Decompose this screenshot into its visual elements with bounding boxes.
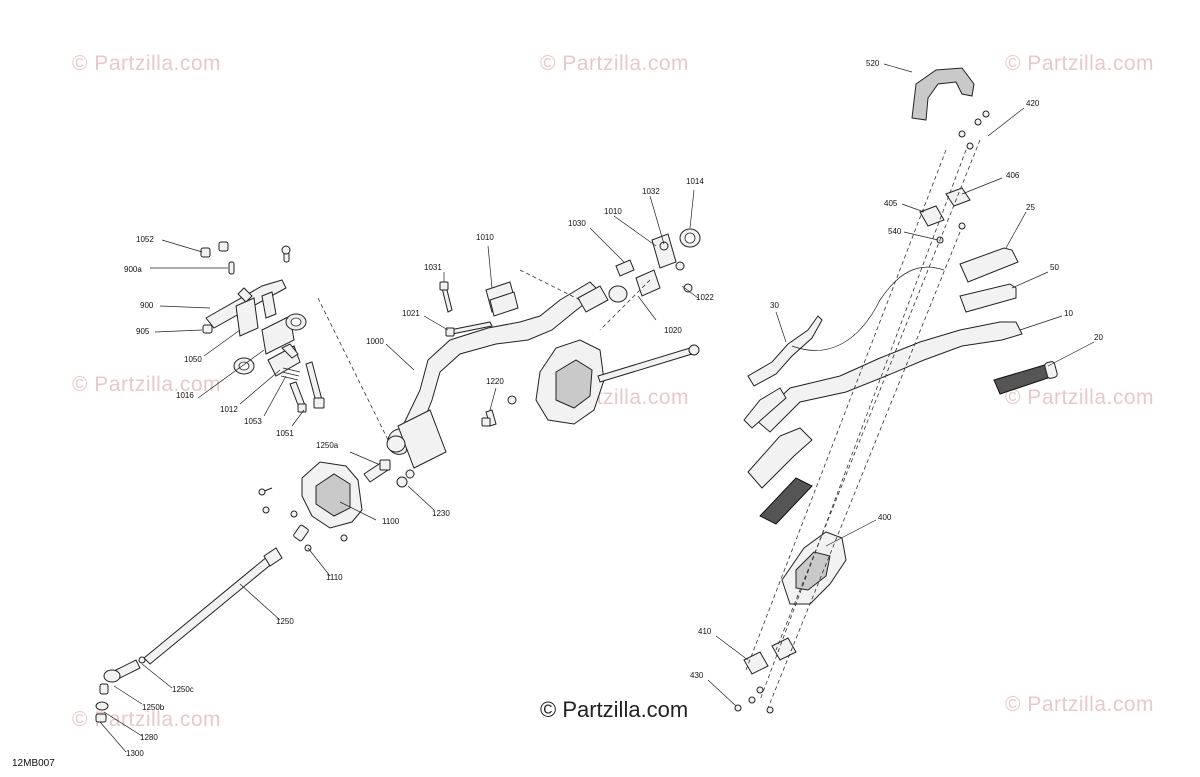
callout-1050: 1050 bbox=[184, 355, 202, 364]
callout-1250a: 1250a bbox=[316, 441, 339, 450]
callout-1020: 1020 bbox=[664, 326, 682, 335]
alignment-line-center bbox=[519, 269, 651, 331]
steering-shaft bbox=[95, 524, 309, 723]
callout-540: 540 bbox=[888, 227, 902, 236]
callout-1250b: 1250b bbox=[142, 703, 165, 712]
callout-1010-top-clamp: 1010 bbox=[604, 207, 622, 216]
callout-50: 50 bbox=[1050, 263, 1059, 272]
callout-406: 406 bbox=[1006, 171, 1020, 180]
callout-1051: 1051 bbox=[276, 429, 294, 438]
column-support-parts bbox=[200, 241, 325, 413]
callout-10: 10 bbox=[1064, 309, 1073, 318]
handlebar-assembly bbox=[734, 67, 1058, 714]
callout-1012: 1012 bbox=[220, 405, 238, 414]
leader-lines bbox=[99, 63, 1095, 753]
callout-20: 20 bbox=[1094, 333, 1103, 342]
callout-430: 430 bbox=[690, 671, 704, 680]
callout-1052: 1052 bbox=[136, 235, 154, 244]
callout-1010-upper-clamp: 1010 bbox=[476, 233, 494, 242]
callout-labels: 1052 900a 900 905 1050 1016 1012 1053 10… bbox=[124, 59, 1103, 758]
callout-1250c: 1250c bbox=[172, 685, 194, 694]
lower-housing bbox=[258, 459, 415, 552]
alignment-line-left bbox=[317, 297, 389, 441]
callout-1016: 1016 bbox=[176, 391, 194, 400]
steering-column bbox=[386, 228, 701, 469]
callout-1280: 1280 bbox=[140, 733, 158, 742]
callout-1110: 1110 bbox=[326, 573, 343, 582]
callout-420: 420 bbox=[1026, 99, 1040, 108]
callout-1000: 1000 bbox=[366, 337, 384, 346]
callout-410: 410 bbox=[698, 627, 712, 636]
callout-1030: 1030 bbox=[568, 219, 586, 228]
callout-25: 25 bbox=[1026, 203, 1035, 212]
callout-1053: 1053 bbox=[244, 417, 262, 426]
callout-1022: 1022 bbox=[696, 293, 714, 302]
center-watermark: © Partzilla.com bbox=[540, 697, 689, 722]
callout-1031: 1031 bbox=[424, 263, 442, 272]
callout-520: 520 bbox=[866, 59, 880, 68]
diagram-code: 12MB007 bbox=[12, 758, 55, 769]
callout-905: 905 bbox=[136, 327, 150, 336]
callout-30: 30 bbox=[770, 301, 779, 310]
callout-1014: 1014 bbox=[686, 177, 704, 186]
callout-400: 400 bbox=[878, 513, 892, 522]
callout-1220: 1220 bbox=[486, 377, 504, 386]
callout-1021: 1021 bbox=[402, 309, 420, 318]
callout-900a: 900a bbox=[124, 265, 142, 274]
callout-1230: 1230 bbox=[432, 509, 450, 518]
callout-1250: 1250 bbox=[276, 617, 294, 626]
callout-900: 900 bbox=[140, 301, 154, 310]
callout-1032: 1032 bbox=[642, 187, 660, 196]
callout-1300: 1300 bbox=[126, 749, 144, 758]
callout-1100: 1100 bbox=[382, 517, 400, 526]
column-housing bbox=[481, 339, 700, 427]
alignment-lines-right bbox=[745, 139, 981, 709]
callout-405: 405 bbox=[884, 199, 898, 208]
